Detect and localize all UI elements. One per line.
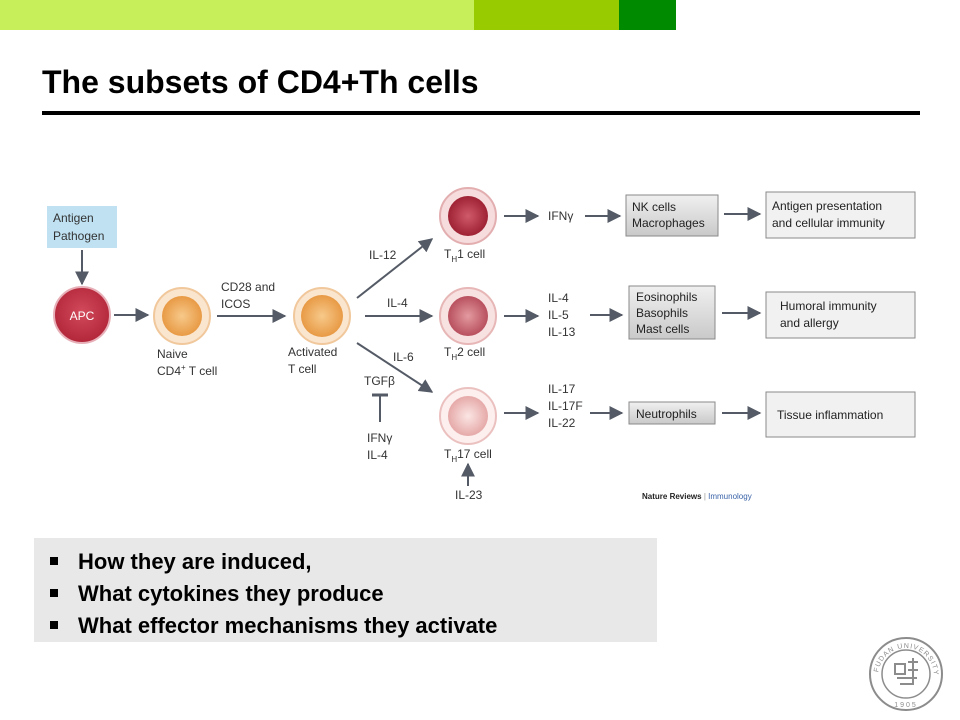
accent-block-light	[0, 0, 474, 30]
apc-label: APC	[70, 309, 95, 323]
th17-cell: TH17 cell	[439, 387, 497, 464]
university-seal-logo: FUDAN UNIVERSITY 1905	[869, 637, 943, 711]
eosinophils-label: Eosinophils	[636, 290, 697, 304]
th17-label: TH17 cell	[444, 447, 492, 464]
outcome-cellular-line1: Antigen presentation	[772, 199, 882, 213]
il6-label: IL-6	[393, 350, 414, 364]
th2-cytokine-il4: IL-4	[548, 291, 569, 305]
pathogen-label: Pathogen	[53, 229, 104, 243]
page-title: The subsets of CD4+Th cells	[42, 64, 479, 100]
naive-label: Naive	[157, 347, 188, 361]
macrophages-label: Macrophages	[632, 216, 705, 230]
tgf-beta-label: TGFβ	[364, 374, 395, 388]
outcome-cellular-line2: and cellular immunity	[772, 216, 885, 230]
il23-label: IL-23	[455, 488, 483, 502]
th17-cytokine-il17f: IL-17F	[548, 399, 583, 413]
outcome-humoral-line1: Humoral immunity	[780, 299, 877, 313]
il4-inhibitor-label: IL-4	[367, 448, 388, 462]
neutrophils-label: Neutrophils	[636, 407, 697, 421]
th-subsets-diagram: Antigen Pathogen APC Naive CD4+ T cell C…	[47, 187, 916, 502]
cd28-label: CD28 and	[221, 280, 275, 294]
effector-box-neutrophils: Neutrophils	[628, 401, 716, 425]
activated-to-th1-arrow	[356, 238, 434, 299]
antigen-pathogen-box: Antigen Pathogen	[47, 206, 117, 248]
naive-cd4-label: CD4+ T cell	[157, 363, 217, 378]
top-accent-bar	[0, 0, 676, 30]
title-underline	[42, 111, 920, 115]
activated-t-cell-label: T cell	[288, 362, 316, 376]
question-list-box: How they are induced, What cytokines the…	[34, 538, 657, 642]
antigen-label: Antigen	[53, 211, 94, 225]
il4-inducer-label: IL-4	[387, 296, 408, 310]
activated-to-th17-arrow	[356, 342, 434, 393]
bullet-square-icon	[50, 621, 58, 629]
source-credit: Nature Reviews | Immunology	[642, 492, 752, 501]
bullet-item: What cytokines they produce	[50, 578, 657, 610]
ifng-inhibitor-label: IFNγ	[367, 431, 392, 445]
inhibition-bar	[372, 393, 388, 422]
th1-label: TH1 cell	[444, 247, 485, 264]
th1-cytokine-ifng: IFNγ	[548, 209, 573, 223]
nk-cells-label: NK cells	[632, 200, 676, 214]
th17-cytokine-il22: IL-22	[548, 416, 576, 430]
effector-box-nk-macrophages: NK cells Macrophages	[625, 194, 719, 237]
th2-cell: TH2 cell	[439, 287, 497, 362]
basophils-label: Basophils	[636, 306, 688, 320]
th2-cytokine-il13: IL-13	[548, 325, 576, 339]
mast-cells-label: Mast cells	[636, 322, 689, 336]
accent-block-mid	[474, 0, 619, 30]
apc-cell: APC	[53, 286, 111, 344]
th17-cytokine-il17: IL-17	[548, 382, 576, 396]
bullet-item: What effector mechanisms they activate	[50, 610, 657, 642]
bullet-item: How they are induced,	[50, 546, 657, 578]
th2-cytokine-il5: IL-5	[548, 308, 569, 322]
bullet-square-icon	[50, 589, 58, 597]
outcome-humoral-line2: and allergy	[780, 316, 839, 330]
outcome-box-humoral-immunity: Humoral immunity and allergy	[765, 291, 916, 339]
il12-label: IL-12	[369, 248, 397, 262]
outcome-box-tissue-inflammation: Tissue inflammation	[765, 391, 916, 438]
naive-cd4-t-cell: Naive CD4+ T cell	[153, 287, 217, 378]
icos-label: ICOS	[221, 297, 250, 311]
accent-block-dark	[619, 0, 676, 30]
activated-t-cell: Activated T cell	[288, 287, 351, 376]
outcome-inflammation-label: Tissue inflammation	[777, 408, 883, 422]
outcome-box-cellular-immunity: Antigen presentation and cellular immuni…	[765, 191, 916, 239]
svg-text:1905: 1905	[894, 702, 918, 709]
effector-box-granulocytes: Eosinophils Basophils Mast cells	[628, 285, 716, 340]
activated-label: Activated	[288, 345, 337, 359]
bullet-square-icon	[50, 557, 58, 565]
th1-cell: TH1 cell	[439, 187, 497, 264]
th2-label: TH2 cell	[444, 345, 485, 362]
